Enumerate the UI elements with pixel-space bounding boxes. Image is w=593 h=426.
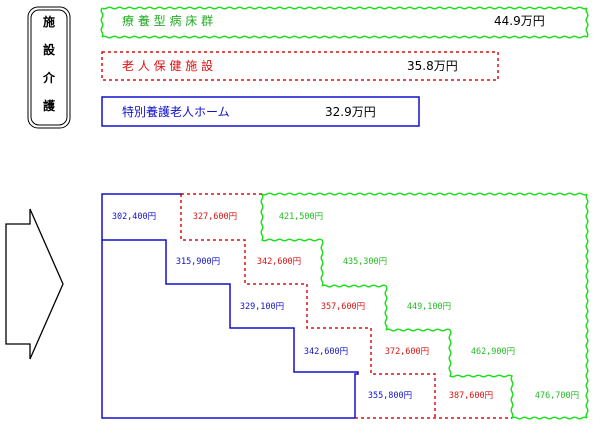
- legend-ryoyo: 療 養 型 病 床 群 44.9万円: [100, 6, 589, 39]
- amount-label: 342,600円: [304, 347, 348, 357]
- amount-label: 327,600円: [193, 212, 237, 222]
- category-label-char: 護: [43, 98, 56, 113]
- amount-label: 372,600円: [385, 347, 429, 357]
- category-label-char: 設: [43, 42, 56, 57]
- staircase-region-ryoyo: [260, 192, 589, 420]
- amount-label: 387,600円: [449, 391, 493, 401]
- legend-amount: 32.9万円: [325, 105, 376, 119]
- amount-label: 329,100円: [240, 302, 284, 312]
- legend-name: 特別養護老人ホーム: [122, 104, 230, 119]
- legend-name: 療 養 型 病 床 群: [122, 13, 213, 28]
- amount-label: 462,900円: [471, 347, 515, 357]
- legend-name: 老 人 保 健 施 設: [122, 58, 213, 73]
- amount-label: 449,100円: [407, 302, 451, 312]
- arrow-right-icon: [5, 208, 64, 360]
- category-label-char: 施: [43, 14, 55, 29]
- category-label-box: 施 設 介 護: [27, 6, 71, 129]
- amount-labels: 302,400円 327,600円 421,500円 315,900円 342,600円…: [112, 212, 579, 401]
- amount-label: 355,800円: [368, 391, 412, 401]
- category-label-char: 介: [42, 70, 56, 85]
- legend-amount: 35.8万円: [407, 59, 458, 73]
- legend-roken: 老 人 保 健 施 設 35.8万円: [101, 51, 499, 81]
- amount-label: 357,600円: [321, 302, 365, 312]
- amount-label: 421,500円: [279, 212, 323, 222]
- amount-label: 476,700円: [535, 391, 579, 401]
- amount-label: 315,900円: [176, 257, 220, 267]
- staircase-region-tokuyo: [101, 193, 359, 419]
- staircase-region-roken: [180, 193, 512, 419]
- legend-amount: 44.9万円: [494, 14, 545, 28]
- amount-label: 342,600円: [257, 257, 301, 267]
- amount-label: 302,400円: [112, 212, 156, 222]
- legend-wavy-border: [100, 6, 589, 39]
- legend-tokuyo: 特別養護老人ホーム 32.9万円: [101, 96, 420, 127]
- amount-label: 435,300円: [343, 257, 387, 267]
